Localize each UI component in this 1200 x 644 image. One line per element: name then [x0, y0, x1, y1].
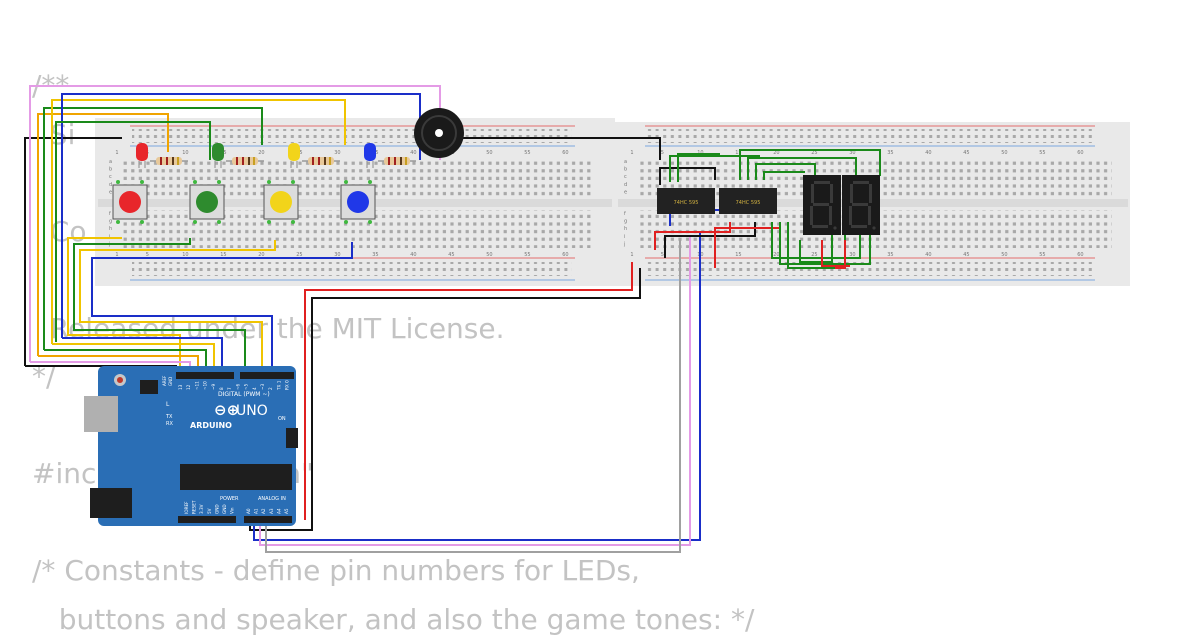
row-letter: f	[109, 211, 111, 217]
column-number: 50	[486, 150, 492, 156]
pin-label: IOREF	[184, 501, 189, 514]
pin-label: GND	[222, 504, 227, 514]
pin-label: 7	[227, 387, 232, 390]
pin-label: GND	[214, 504, 219, 514]
button-red	[113, 180, 147, 224]
column-number: 1	[115, 150, 118, 156]
column-number: 55	[524, 252, 530, 258]
button-blue	[341, 180, 375, 224]
column-number: 40	[925, 252, 931, 258]
pin-label: A3	[269, 508, 274, 514]
row-letter: e	[624, 189, 627, 195]
row-letter: d	[109, 182, 112, 188]
pin-label: A5	[284, 508, 289, 514]
shift-register-1-label: 74HC 595	[674, 200, 699, 206]
column-number: 50	[486, 252, 492, 258]
row-letter: b	[624, 167, 627, 173]
pin-label: ~11	[194, 381, 199, 390]
shift-register-2: 74HC 595	[719, 188, 777, 214]
row-letter: g	[109, 219, 112, 225]
pin-label: 4	[252, 387, 257, 390]
pin-label: RX 0	[285, 380, 290, 390]
pin-label: A2	[261, 508, 266, 514]
pin-label: 3.3V	[199, 504, 204, 514]
aref-label: AREF	[162, 375, 167, 386]
buzzer	[414, 108, 464, 158]
pin-label: A1	[254, 508, 259, 514]
gnd-label: GND	[168, 377, 173, 386]
arduino-brand: ARDUINO	[190, 421, 232, 430]
shift-register-1: 74HC 595	[657, 188, 715, 214]
pin-label: ~3	[260, 383, 265, 390]
column-number: 45	[448, 252, 454, 258]
analog-label: ANALOG IN	[258, 496, 286, 502]
pin-label: ~10	[203, 381, 208, 390]
column-number: 30	[334, 150, 340, 156]
column-number: 60	[562, 150, 568, 156]
row-letter: c	[624, 174, 627, 180]
column-number: 55	[524, 150, 530, 156]
seven-segment-digit-2	[842, 175, 880, 235]
row-letter: a	[109, 159, 112, 165]
row-letter: f	[624, 211, 626, 217]
column-number: 50	[1001, 252, 1007, 258]
column-number: 40	[410, 252, 416, 258]
column-number: 15	[735, 252, 741, 258]
row-letter: a	[624, 159, 627, 165]
power-label: POWER	[220, 496, 239, 502]
row-letter: b	[109, 167, 112, 173]
column-number: 5	[661, 252, 664, 258]
pin-label: 5V	[207, 508, 212, 514]
pin-label: A4	[276, 508, 281, 514]
digital-label: DIGITAL (PWM ~)	[218, 391, 270, 398]
row-letter: g	[624, 219, 627, 225]
column-number: 20	[258, 150, 264, 156]
column-number: 5	[661, 150, 664, 156]
row-letter: d	[624, 182, 627, 188]
seven-segment-digit-1	[803, 175, 841, 235]
button-yellow	[264, 180, 298, 224]
column-number: 55	[1039, 252, 1045, 258]
row-letter: h	[624, 226, 627, 232]
column-number: 35	[887, 252, 893, 258]
row-letter: c	[109, 174, 112, 180]
column-number: 50	[1001, 150, 1007, 156]
pin-label: ~9	[211, 383, 216, 390]
column-number: 10	[182, 150, 188, 156]
column-number: 1	[630, 150, 633, 156]
pin-label: 2	[268, 387, 273, 390]
rx-label: RX	[166, 421, 173, 427]
column-number: 60	[562, 252, 568, 258]
row-letter: i	[624, 234, 625, 240]
pin-label: A0	[246, 508, 251, 514]
pin-label: ~6	[235, 383, 240, 390]
pin-label: RESET	[192, 500, 197, 514]
button-green	[190, 180, 224, 224]
column-number: 40	[410, 150, 416, 156]
column-number: 35	[372, 252, 378, 258]
column-number: 60	[1077, 252, 1083, 258]
pin-label: 8	[219, 387, 224, 390]
row-letter: e	[109, 189, 112, 195]
circuit-scene: 1155101015152020252530303535404045455050…	[0, 0, 1200, 630]
arduino-model: UNO	[236, 403, 268, 419]
tx-label: TX	[165, 414, 173, 420]
row-letter: h	[109, 226, 112, 232]
column-number: 45	[963, 150, 969, 156]
arduino-uno: ⊖⊕ UNO ARDUINO DIGITAL (PWM ~) L TX RX O…	[84, 366, 298, 526]
column-number: 60	[1077, 150, 1083, 156]
row-letter: j	[623, 241, 625, 247]
pin-label: 12	[186, 384, 191, 390]
column-number: 1	[630, 252, 633, 258]
pin-label: 13	[178, 384, 183, 390]
shift-register-2-label: 74HC 595	[736, 200, 761, 206]
column-number: 40	[925, 150, 931, 156]
on-label: ON	[278, 416, 286, 422]
pin-label: ~5	[244, 383, 249, 390]
pin-label: Vin	[230, 507, 235, 514]
column-number: 55	[1039, 150, 1045, 156]
column-number: 35	[887, 150, 893, 156]
pin-label: TX 1	[276, 380, 281, 391]
column-number: 45	[963, 252, 969, 258]
